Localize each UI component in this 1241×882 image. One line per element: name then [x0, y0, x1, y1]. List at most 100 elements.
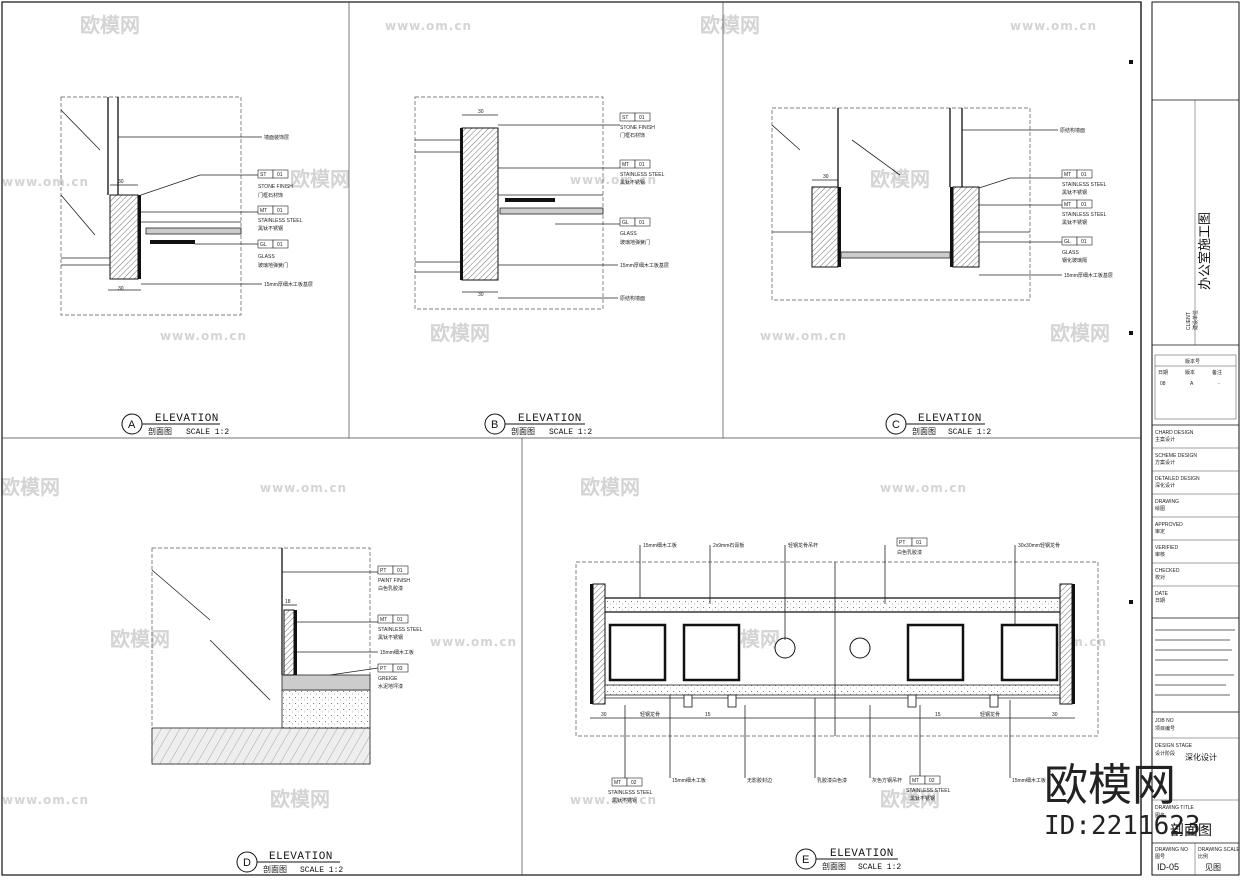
watermark-brand: 欧模网 [80, 13, 140, 37]
tag-c-mt2-cn: 黑钛不锈钢 [1062, 219, 1087, 226]
field-en: CHARD DESIGN [1155, 430, 1194, 436]
tag-c-gl-cn: 钢化玻璃隔 [1062, 257, 1087, 264]
note-d-mid: 15mm细木工板 [380, 649, 414, 656]
panel-scale-d: SCALE 1:2 [300, 866, 343, 875]
detail-c: 30 原结构墙面 MT 01 STAINLESS STEEL 黑钛不锈钢 MT … [771, 107, 1113, 301]
drawing-scale-label: DRAWING SCALE [1198, 847, 1240, 853]
tag-c-mt2-num: 01 [1081, 202, 1087, 208]
tag-c-mt2-code: MT [1064, 202, 1071, 208]
tag-e-mt1-code: MT [614, 780, 621, 786]
design-stage-cn: 设计阶段 [1155, 750, 1175, 757]
drawing-no-value: ID-05 [1157, 862, 1179, 872]
detail-b: 30 30 ST 01 STONE FINISH 门框石材饰 MT 01 STA… [414, 96, 669, 310]
panel-id-c: C [892, 419, 900, 431]
tag-b-st-en: STONE FINISH [620, 125, 655, 131]
watermark-url: www.om.cn [430, 635, 517, 649]
panel-id-a: A [128, 419, 136, 431]
tag-b-gl-num: 01 [639, 220, 645, 226]
tag-b-gl-cn: 玻璃地弹簧门 [620, 239, 650, 246]
tag-d-pt3-cn: 水泥地坪漆 [378, 683, 403, 690]
drawing-title-cn: 图名 [1155, 812, 1165, 819]
panel-id-b: B [491, 419, 498, 431]
tag-b-mt-code: MT [622, 162, 629, 168]
field-cn: 校对 [1155, 574, 1165, 581]
drawing-no-label: DRAWING NO [1155, 847, 1188, 853]
tag-a-st-en: STONE FINISH [258, 184, 293, 190]
field-en: CHECKED [1155, 568, 1180, 574]
watermark-url: www.om.cn [1010, 19, 1097, 33]
tag-e-mt1-cn: 黑钛不锈钢 [612, 797, 637, 804]
tag-c-gl-en: GLASS [1062, 250, 1079, 256]
tag-c-mt1-en: STAINLESS STEEL [1062, 182, 1107, 188]
tag-d-pt3-code: PT [380, 666, 386, 672]
drawing-no-cn: 图号 [1155, 854, 1165, 860]
note-e-n4: 30x30mm轻钢龙骨 [1018, 542, 1060, 549]
panel-title-d-text: ELEVATION [269, 851, 333, 863]
tag-e-pt-num: 01 [916, 540, 922, 546]
note-e-b2: 无影胶封边 [747, 777, 772, 784]
panel-sub-e: 剖面图 [822, 861, 846, 872]
client-cn: 建设单位 [1192, 310, 1199, 330]
tag-b-mt-cn: 黑钛不锈钢 [620, 179, 645, 186]
tag-b-gl-code: GL [622, 220, 629, 226]
note-a-bottom: 15mm厚细木工板基层 [264, 281, 313, 288]
tag-a-st-cn: 门框石材饰 [258, 192, 283, 199]
field-cn: 深化设计 [1155, 482, 1175, 489]
panel-title-e-text: ELEVATION [830, 848, 894, 860]
watermark-brand: 欧模网 [0, 475, 60, 499]
field-en: APPROVED [1155, 522, 1183, 528]
field-cn: 审核 [1155, 551, 1165, 558]
field-en: DRAWING [1155, 499, 1179, 505]
tag-e-pt-cn: 白色乳胶漆 [897, 549, 922, 556]
tag-e-mt2-code: MT [912, 778, 919, 784]
tag-d-pt3-num: 03 [397, 666, 403, 672]
job-no-label: JOB NO [1155, 718, 1174, 724]
client-label: CLIENT [1186, 312, 1192, 330]
panel-sub-c: 剖面图 [912, 426, 936, 437]
tag-c-mt1-cn: 黑钛不锈钢 [1062, 189, 1087, 196]
note-a-top: 墙面装饰层 [264, 134, 289, 141]
watermark-url: www.om.cn [570, 793, 657, 807]
watermark-url: www.om.cn [160, 329, 247, 343]
field-cn: 审定 [1155, 528, 1165, 535]
watermark-brand: 欧模网 [1050, 321, 1110, 345]
panel-id-e: E [802, 854, 809, 866]
tag-d-pt-num: 01 [397, 568, 403, 574]
tag-c-gl-num: 01 [1081, 239, 1087, 245]
title-block: 办公室施工图 CLIENT 建设单位 版本号 日期 版本 备注 08 A - C… [1151, 1, 1240, 876]
tag-e-pt-code: PT [899, 540, 905, 546]
watermark-url: www.om.cn [570, 173, 657, 187]
watermark-id: ID:2211623 [1044, 811, 1201, 841]
panel-titles: A ELEVATION 剖面图 SCALE 1:2 B ELEVATION 剖面… [121, 413, 991, 875]
dim-b-bottom: 30 [478, 292, 484, 298]
tag-d-mt-cn: 黑钛不锈钢 [378, 634, 403, 641]
tag-a-mt-en: STAINLESS STEEL [258, 218, 303, 224]
watermark-url: www.om.cn [760, 329, 847, 343]
panel-title-a: A ELEVATION 剖面图 SCALE 1:2 [121, 413, 229, 437]
revision-col-date: 日期 [1158, 370, 1168, 376]
field-cn: 绘图 [1155, 505, 1165, 512]
panel-sub-a: 剖面图 [148, 426, 172, 437]
watermark-brand: 欧模网 [870, 167, 930, 191]
panel-title-e: E ELEVATION 剖面图 SCALE 1:2 [795, 848, 901, 872]
watermark-brand: 欧模网 [580, 475, 640, 499]
dim-d-width: 18 [285, 599, 291, 605]
tag-a-st-code: ST [260, 172, 266, 178]
drawing-scale-value: 见图 [1205, 863, 1221, 872]
tag-d-mt-en: STAINLESS STEEL [378, 627, 423, 633]
watermark-layer: 欧模网 www.om.cn 欧模网 www.om.cn www.om.cn 欧模… [0, 13, 1110, 811]
panel-sub-b: 剖面图 [511, 426, 535, 437]
field-en: VERIFIED [1155, 545, 1178, 551]
panel-title-c: C ELEVATION 剖面图 SCALE 1:2 [885, 413, 991, 437]
field-cn: 方案设计 [1155, 459, 1175, 466]
panel-scale-a: SCALE 1:2 [186, 428, 229, 437]
panel-title-b-text: ELEVATION [518, 413, 582, 425]
watermark-brand: 欧模网 [700, 13, 760, 37]
detail-e: 30 15 15 30 轻钢龙骨 轻钢龙骨 15mm细木工板 2x9mm石膏板 … [575, 537, 1099, 804]
tag-d-pt-code: PT [380, 568, 386, 574]
panel-title-b: B ELEVATION 剖面图 SCALE 1:2 [484, 413, 592, 437]
job-no-cn: 项目编号 [1155, 725, 1175, 732]
dim-e-left: 30 [601, 712, 607, 718]
note-c-top: 原结构墙面 [1060, 127, 1085, 134]
tag-e-mt1-num: 02 [631, 780, 637, 786]
